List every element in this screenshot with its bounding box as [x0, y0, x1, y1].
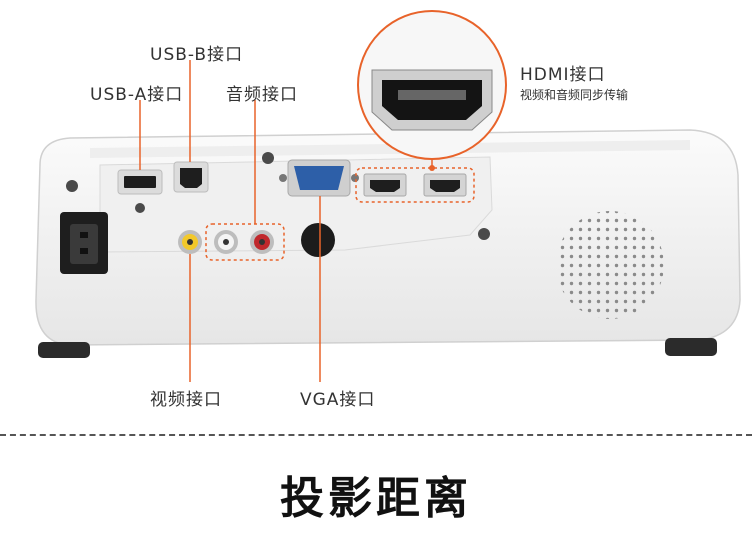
projector-feet	[38, 338, 717, 358]
hdmi-note: 视频和音频同步传输	[520, 88, 629, 102]
speaker-grill	[556, 211, 664, 319]
video-rca-port-icon	[178, 230, 202, 254]
section-divider	[0, 434, 752, 436]
screw-icons	[66, 152, 490, 240]
video-label: 视频接口	[150, 390, 222, 410]
usb-b-label: USB-B接口	[150, 45, 244, 65]
audio-rca-ports-icon	[205, 223, 285, 261]
usb-a-port-icon	[117, 169, 163, 195]
vga-port-icon	[279, 159, 359, 197]
usb-b-port-icon	[173, 161, 209, 193]
hdmi-label: HDMI接口	[520, 65, 606, 85]
projector-illustration	[35, 10, 741, 382]
hdmi-zoom-icon	[357, 10, 507, 171]
hdmi-ports-icon	[355, 167, 475, 203]
callout-lines	[139, 60, 321, 382]
vga-label: VGA接口	[300, 390, 376, 410]
audio-label: 音频接口	[226, 85, 298, 105]
section-title: 投影距离	[280, 473, 472, 524]
usb-a-label: USB-A接口	[90, 85, 184, 105]
power-socket-icon	[60, 212, 108, 274]
ir-receiver-icon	[301, 223, 335, 257]
